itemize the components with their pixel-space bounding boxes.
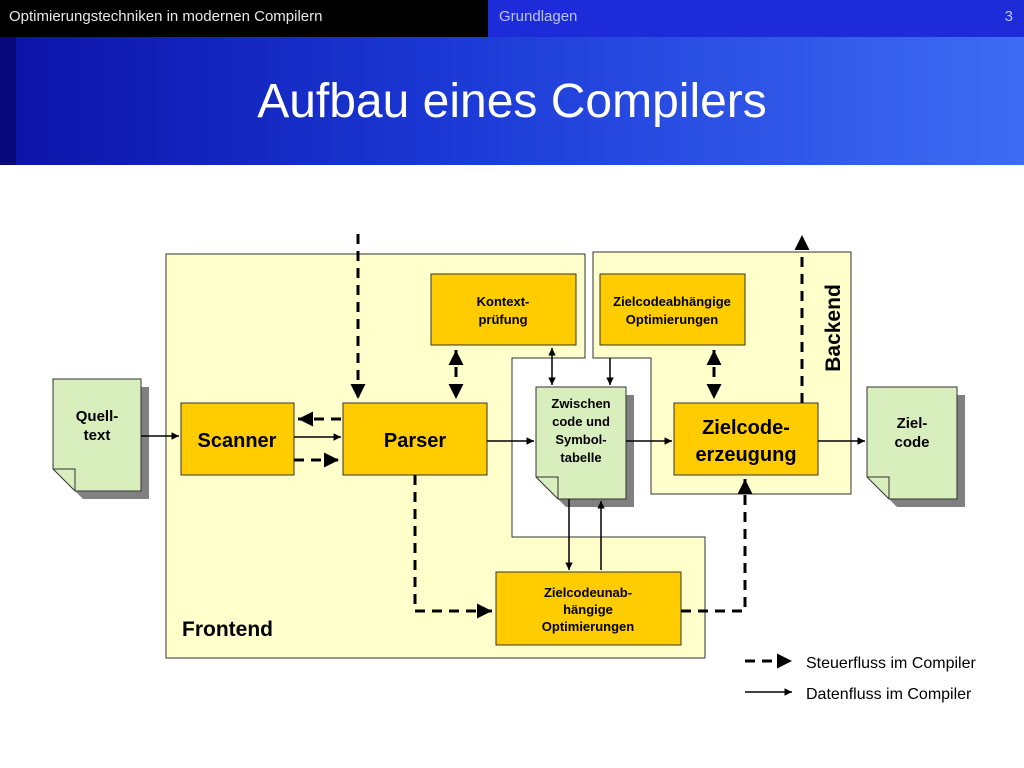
codegen-line-1: Zielcode-: [702, 417, 790, 439]
target-dep-line-1: Zielcodeabhängige: [613, 294, 731, 309]
course-title: Optimierungstechniken in modernen Compil…: [0, 0, 488, 37]
control-flow-arrows: [294, 234, 810, 619]
source-document: Quell- text: [52, 378, 149, 499]
target-dependent-optimization-box: Zielcodeabhängige Optimierungen: [599, 273, 746, 346]
frontend-label: Frontend: [182, 618, 273, 641]
parser-box: Parser: [342, 402, 488, 476]
scanner-label: Scanner: [198, 430, 277, 452]
context-check-box: Kontext- prüfung: [430, 273, 577, 346]
target-dep-line-2: Optimierungen: [626, 312, 719, 327]
source-doc-line-2: text: [84, 427, 111, 444]
intermediate-code-document: Zwischen code und Symbol- tabelle: [535, 386, 634, 507]
backend-label: Backend: [822, 284, 845, 372]
intermediate-line-4: tabelle: [560, 450, 601, 465]
target-independent-optimization-box: Zielcodeunab- hängige Optimierungen: [495, 571, 682, 646]
source-doc-line-1: Quell-: [76, 408, 119, 425]
slide-title: Aufbau eines Compilers: [257, 75, 767, 128]
parser-label: Parser: [384, 430, 446, 452]
context-check-line-2: prüfung: [478, 312, 527, 327]
header-bar: Optimierungstechniken in modernen Compil…: [0, 0, 1024, 37]
code-generation-box: Zielcode- erzeugung: [673, 402, 819, 476]
target-indep-line-3: Optimierungen: [542, 619, 635, 634]
legend-data-flow: Datenfluss im Compiler: [806, 686, 972, 703]
target-doc-line-2: code: [894, 434, 929, 451]
section-name: Grundlagen: [499, 8, 578, 25]
legend-control-flow: Steuerfluss im Compiler: [806, 655, 977, 672]
intermediate-line-3: Symbol-: [555, 432, 606, 447]
target-doc-line-1: Ziel-: [897, 415, 928, 432]
data-flow-arrows: [141, 348, 865, 570]
section-bar: Grundlagen 3: [488, 0, 1024, 37]
legend: Steuerfluss im Compiler Datenfluss im Co…: [745, 653, 977, 703]
target-indep-line-1: Zielcodeunab-: [544, 585, 632, 600]
title-banner: Aufbau eines Compilers: [0, 37, 1024, 165]
target-document: Ziel- code: [866, 386, 965, 507]
slide-number: 3: [1004, 8, 1013, 25]
title-banner-edge: [0, 37, 16, 165]
dashed-indep-opt-to-codegen: [681, 479, 753, 613]
codegen-line-2: erzeugung: [695, 444, 796, 466]
scanner-box: Scanner: [180, 402, 295, 476]
intermediate-line-1: Zwischen: [551, 396, 610, 411]
target-indep-line-2: hängige: [563, 602, 613, 617]
dashed-parser-to-indep-opt: [413, 475, 492, 619]
intermediate-line-2: code und: [552, 414, 610, 429]
context-check-line-1: Kontext-: [477, 294, 530, 309]
